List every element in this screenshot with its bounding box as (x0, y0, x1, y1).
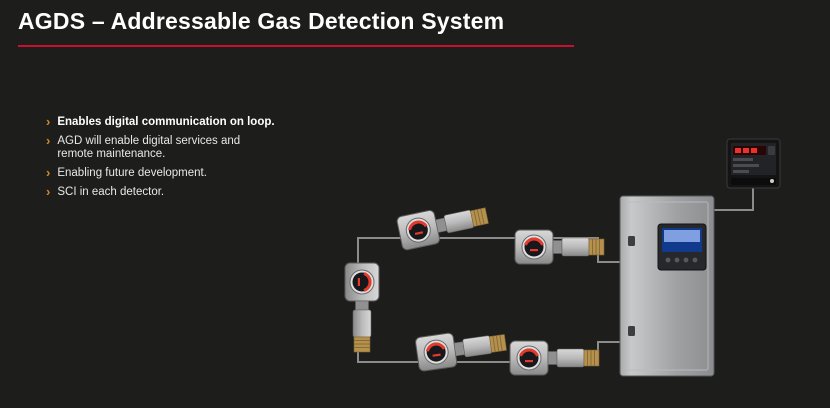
chevron-marker: › (46, 133, 51, 148)
gas-detector-icon (508, 339, 601, 377)
gas-detector-icon (413, 324, 510, 374)
remote-label-row (733, 158, 753, 161)
cabinet-display (657, 223, 707, 271)
cabinet-door-frame (625, 201, 709, 371)
chevron-marker: › (46, 184, 51, 199)
bullet-list: › Enables digital communication on loop.… (46, 114, 306, 205)
page-title: AGDS – Addressable Gas Detection System (18, 8, 505, 34)
chevron-marker: › (46, 165, 51, 180)
cabinet-latch-bottom (628, 326, 635, 336)
chevron-marker: › (46, 114, 51, 129)
cabinet-latch-top (628, 236, 635, 246)
led-segment (735, 148, 741, 153)
title-accent-line (18, 45, 574, 47)
cabinet-body (619, 195, 715, 377)
remote-indicator (770, 179, 774, 183)
remote-controller-icon (726, 138, 781, 189)
remote-button (768, 146, 775, 155)
gas-detector-icon (513, 228, 606, 266)
control-cabinet-icon (619, 195, 715, 377)
bullet-item: › Enabling future development. (46, 165, 306, 180)
remote-label-row (733, 170, 749, 173)
gas-detector-icon (394, 197, 492, 253)
led-segment (743, 148, 749, 153)
bullet-item: › SCI in each detector. (46, 184, 306, 199)
bullet-text: SCI in each detector. (57, 186, 165, 198)
remote-label-row (733, 164, 759, 167)
remote-wiring-line (714, 188, 754, 211)
bullet-text: Enables digital communication on loop. (57, 116, 275, 128)
bullet-item: › Enables digital communication on loop. (46, 114, 306, 129)
remote-bottom-strip (731, 178, 776, 185)
bullet-text: Enabling future development. (57, 167, 207, 179)
led-segment (751, 148, 757, 153)
remote-led-display (733, 146, 766, 155)
gas-detector-icon (343, 261, 381, 354)
